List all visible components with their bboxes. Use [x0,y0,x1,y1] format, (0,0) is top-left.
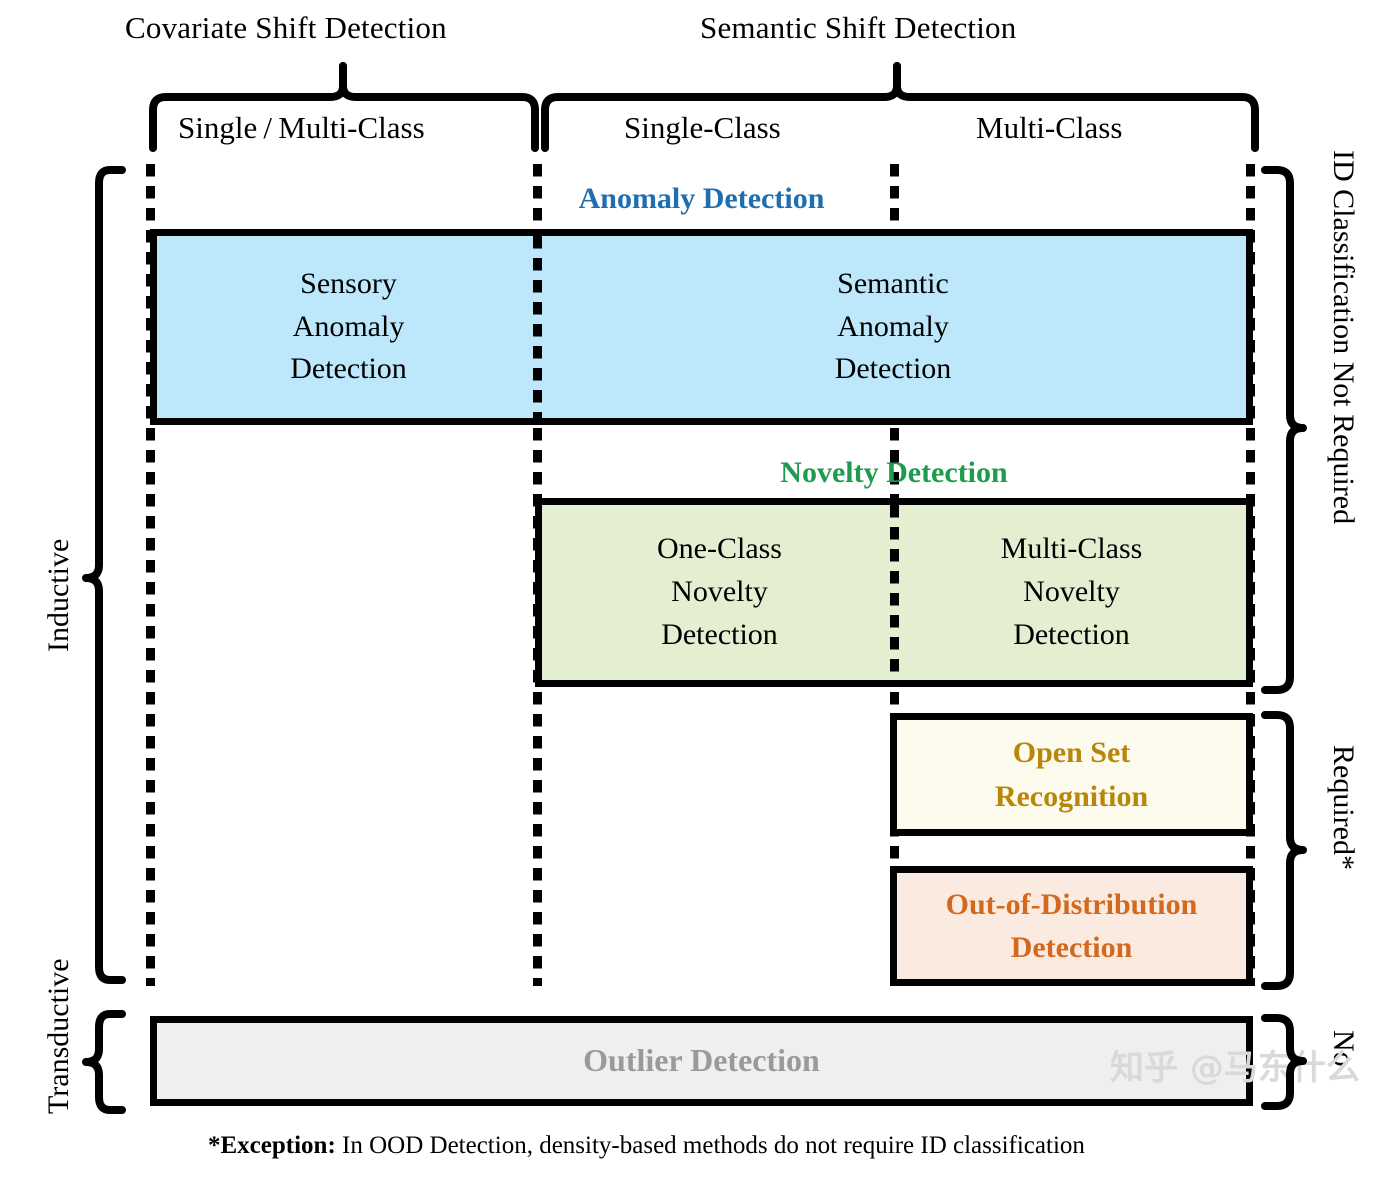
cell-ood-detection: Out-of-Distribution Detection [897,873,1246,979]
side-label-id-classification-not-required: ID Classification Not Required [1327,150,1360,525]
column-label-multi-class: Multi-Class [976,110,1123,145]
group-label-covariate-shift: Covariate Shift Detection [125,10,447,45]
footnote-bold: *Exception: [208,1132,336,1159]
brace-left-inductive [82,166,126,984]
outlier-detection-box: Outlier Detection [150,1016,1253,1106]
open-set-recognition-box: Open Set Recognition [890,713,1253,836]
side-label-transductive: Transductive [42,958,75,1114]
cell-semantic-anomaly-detection: Semantic Anomaly Detection [540,236,1246,418]
cell-line: Out-of-Distribution [945,887,1198,921]
cell-line: Detection [834,352,952,386]
ood-detection-box: Out-of-Distribution Detection [890,866,1253,986]
cell-line: Novelty [671,575,768,609]
cell-line: Multi-Class [1000,532,1143,566]
cell-line: Anomaly [292,309,405,343]
column-label-single-multi-class: Single / Multi-Class [178,110,425,145]
novelty-box-inner-divider [890,505,899,680]
brace-left-transductive [82,1010,126,1114]
cell-line: Detection [661,617,778,651]
anomaly-detection-title: Anomaly Detection [578,182,825,215]
anomaly-box-inner-divider [533,236,542,418]
cell-line: One-Class [657,532,782,566]
footnote-rest: In OOD Detection, density-based methods … [335,1132,1085,1159]
brace-right-required [1261,711,1307,990]
side-label-inductive: Inductive [42,538,75,652]
cell-line: Detection [290,352,407,386]
column-label-single-class: Single-Class [624,110,781,145]
cell-line: Semantic [837,266,949,300]
cell-outlier-detection: Outlier Detection [157,1023,1246,1099]
footnote: *Exception: In OOD Detection, density-ba… [208,1132,1085,1160]
side-label-required: Required* [1327,745,1360,870]
anomaly-detection-box: Sensory Anomaly Detection Semantic Anoma… [150,229,1253,425]
cell-line: Sensory [300,266,397,300]
cell-multi-class-novelty-detection: Multi-Class Novelty Detection [897,505,1246,680]
cell-one-class-novelty-detection: One-Class Novelty Detection [542,505,897,680]
watermark: 知乎 @马东什么 [1110,1048,1360,1088]
brace-right-not-required [1261,166,1307,694]
cell-line: Outlier Detection [583,1042,820,1079]
dotted-divider-left [146,164,155,986]
cell-line: Recognition [994,779,1149,813]
novelty-detection-title: Novelty Detection [780,456,1008,489]
cell-sensory-anomaly-detection: Sensory Anomaly Detection [157,236,540,418]
cell-open-set-recognition: Open Set Recognition [897,720,1246,829]
cell-line: Anomaly [837,309,949,343]
cell-line: Novelty [1023,575,1120,609]
cell-line: Open Set [1012,736,1131,769]
cell-line: Detection [1010,931,1133,964]
group-label-semantic-shift: Semantic Shift Detection [700,10,1017,45]
cell-line: Detection [1013,617,1130,651]
